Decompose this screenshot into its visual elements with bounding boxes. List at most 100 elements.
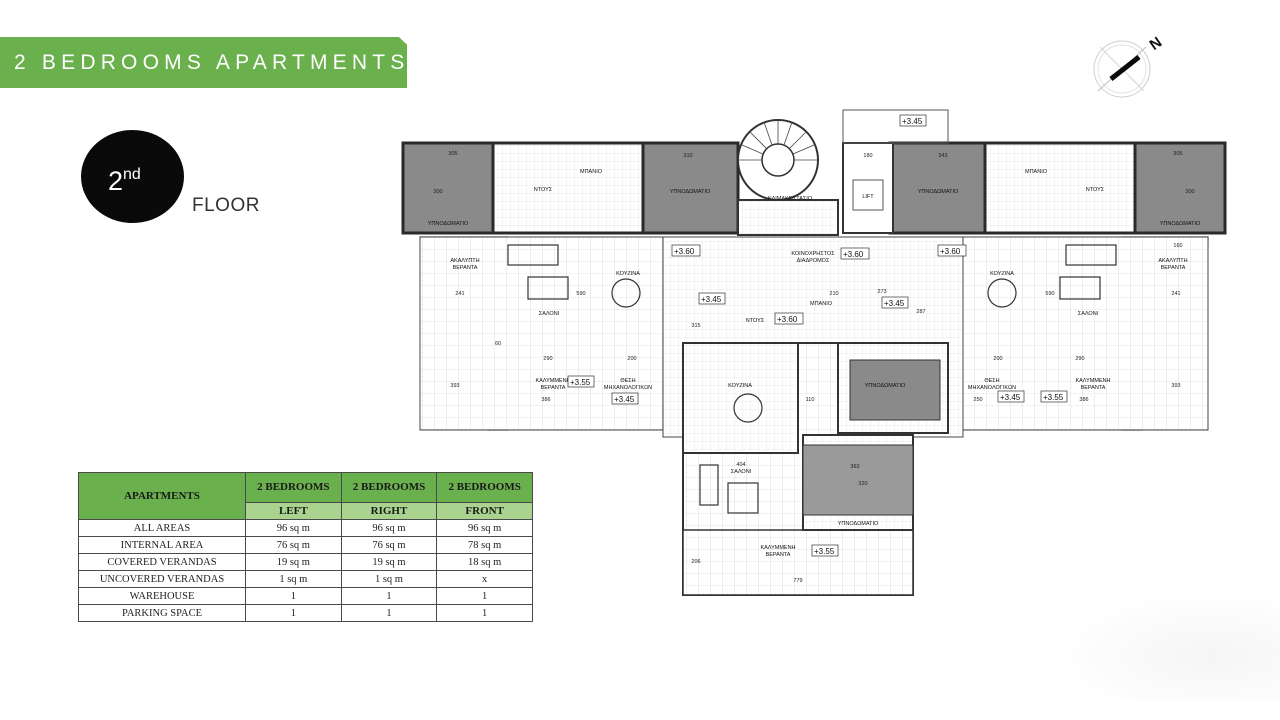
level-center-3: +3.60	[777, 315, 798, 324]
row-label: UNCOVERED VERANDAS	[78, 570, 246, 588]
row-label: INTERNAL AREA	[78, 536, 246, 554]
dim-273: 273	[877, 289, 886, 295]
dim-60-l: 60	[495, 341, 501, 347]
floor-label: FLOOR	[192, 195, 260, 216]
level-covered-left: +3.55	[570, 378, 591, 387]
label-bath-2: ΜΠΑΝΙΟ	[1025, 169, 1048, 175]
label-uncovered-2: ΑΚΑΛΥΠΤΗ	[1158, 258, 1187, 264]
label-common-1: ΚΟΙΝΟΧΡΗΣΤΟΣ	[791, 251, 835, 257]
table-header-group-1: 2 BEDROOMS	[245, 472, 342, 503]
table-row: ALL AREAS 96 sq m 96 sq m 96 sq m	[78, 519, 533, 537]
level-roof: +3.45	[902, 117, 923, 126]
row-value: 18 sq m	[436, 553, 533, 571]
row-value: 96 sq m	[436, 519, 533, 537]
floor-plan: ΥΠΝΟΔΩΜΑΤΙΟ ΥΠΝΟΔΩΜΑΤΙΟ ΥΠΝΟΔΩΜΑΤΙΟ ΥΠΝΟ…	[401, 109, 1227, 596]
label-mech-2b: ΜΗΧΑΝΟΛΟΓΙΚΩΝ	[968, 385, 1016, 391]
dim-310-l: 310	[683, 153, 692, 159]
bedroom-right-top	[1133, 141, 1227, 235]
label-covered-3b: ΒΕΡΑΝΤΑ	[766, 552, 791, 558]
dim-300-r: 300	[1185, 189, 1194, 195]
label-bedroom-4: ΥΠΝΟΔΩΜΑΤΙΟ	[1160, 221, 1201, 227]
label-common-2: ΔΙΑΔΡΟΜΟΣ	[797, 258, 830, 264]
dim-386-r: 386	[1079, 397, 1088, 403]
row-value: 1	[436, 587, 533, 605]
row-value: 1	[340, 587, 438, 605]
level-center-2: +3.45	[701, 295, 722, 304]
level-mech-right: +3.45	[1000, 393, 1021, 402]
row-value: x	[436, 570, 533, 588]
level-center-4: +3.45	[884, 299, 905, 308]
label-mech-2: ΘΕΣΗ	[984, 378, 999, 384]
dim-241-l: 241	[455, 291, 464, 297]
row-value: 1 sq m	[340, 570, 438, 588]
kitchen-front	[682, 342, 799, 454]
table-sub-right: RIGHT	[340, 501, 438, 521]
label-kitchen-1: ΚΟΥΖΙΝΑ	[616, 271, 640, 277]
label-living-2: ΣΑΛΟΝΙ	[1078, 311, 1099, 317]
label-covered-3: ΚΑΛΥΜΜΕΝΗ	[760, 545, 795, 551]
floor-number-suffix: nd	[123, 166, 141, 183]
table-row: PARKING SPACE 1 1 1	[78, 604, 533, 622]
label-kitchen-3: ΚΟΥΖΙΝΑ	[728, 383, 752, 389]
dim-779: 779	[793, 578, 802, 584]
dim-110: 110	[806, 397, 815, 403]
floor-number: 2nd	[108, 160, 141, 196]
label-covered-2: ΚΑΛΥΜΜΕΝΗ	[1075, 378, 1110, 384]
level-front: +3.55	[814, 547, 835, 556]
dim-393-l: 393	[450, 383, 459, 389]
bath-right-top	[983, 141, 1137, 235]
level-mech-left: +3.45	[614, 395, 635, 404]
roof-frame	[842, 109, 949, 144]
slab-right	[939, 236, 1209, 431]
dim-290-r: 290	[1075, 356, 1084, 362]
row-value: 19 sq m	[245, 553, 342, 571]
dim-343-r: 343	[938, 153, 947, 159]
label-mech-1b: ΜΗΧΑΝΟΛΟΓΙΚΩΝ	[604, 385, 652, 391]
area-table: APARTMENTS 2 BEDROOMS 2 BEDROOMS 2 BEDRO…	[78, 472, 533, 622]
table-row: INTERNAL AREA 76 sq m 76 sq m 78 sq m	[78, 536, 533, 554]
page-title: 2 BEDROOMS APARTMENTS	[14, 51, 410, 74]
row-value: 76 sq m	[340, 536, 438, 554]
label-bath-1: ΜΠΑΝΙΟ	[580, 169, 603, 175]
row-value: 96 sq m	[245, 519, 342, 537]
label-shower-1: ΝΤΟΥΣ	[534, 187, 553, 193]
level-center: +3.60	[843, 250, 864, 259]
corner-fade	[1050, 590, 1280, 700]
dim-206: 206	[691, 559, 700, 565]
table-sub-left: LEFT	[245, 501, 342, 521]
floor-badge	[81, 130, 184, 223]
level-left: +3.60	[674, 247, 695, 256]
row-value: 96 sq m	[340, 519, 438, 537]
row-value: 78 sq m	[436, 536, 533, 554]
floor-number-value: 2	[108, 166, 124, 196]
slab-left	[419, 236, 689, 431]
table-header-apartments: APARTMENTS	[78, 472, 246, 520]
dim-320: 320	[858, 481, 867, 487]
label-bedroom-6: ΥΠΝΟΔΩΜΑΤΙΟ	[838, 521, 879, 527]
label-staircase: ΚΛΙΜΑΚΟΣΤΑΣΙΟ	[768, 196, 813, 202]
row-value: 1	[245, 604, 342, 622]
bath-left-top	[491, 141, 645, 235]
dim-200-r: 200	[993, 356, 1002, 362]
label-bedroom-2: ΥΠΝΟΔΩΜΑΤΙΟ	[670, 189, 711, 195]
dim-363: 363	[850, 464, 859, 470]
dim-386-l: 386	[541, 397, 550, 403]
label-uncovered-1: ΑΚΑΛΥΠΤΗ	[450, 258, 479, 264]
table-header-group-2: 2 BEDROOMS	[340, 472, 438, 503]
table-row: COVERED VERANDAS 19 sq m 19 sq m 18 sq m	[78, 553, 533, 571]
stair-core	[737, 199, 839, 236]
label-covered-2b: ΒΕΡΑΝΤΑ	[1081, 385, 1106, 391]
dim-210: 210	[829, 291, 838, 297]
north-arrow-icon: N	[1093, 34, 1165, 98]
row-value: 1	[245, 587, 342, 605]
row-label: COVERED VERANDAS	[78, 553, 246, 571]
label-kitchen-2: ΚΟΥΖΙΝΑ	[990, 271, 1014, 277]
row-label: PARKING SPACE	[78, 604, 246, 622]
table-row: WAREHOUSE 1 1 1	[78, 587, 533, 605]
label-living-1: ΣΑΛΟΝΙ	[539, 311, 560, 317]
label-covered-1b: ΒΕΡΑΝΤΑ	[541, 385, 566, 391]
dim-241-r: 241	[1171, 291, 1180, 297]
label-lift: LIFT	[862, 194, 874, 200]
bedroom-left-top	[401, 141, 495, 235]
row-value: 76 sq m	[245, 536, 342, 554]
